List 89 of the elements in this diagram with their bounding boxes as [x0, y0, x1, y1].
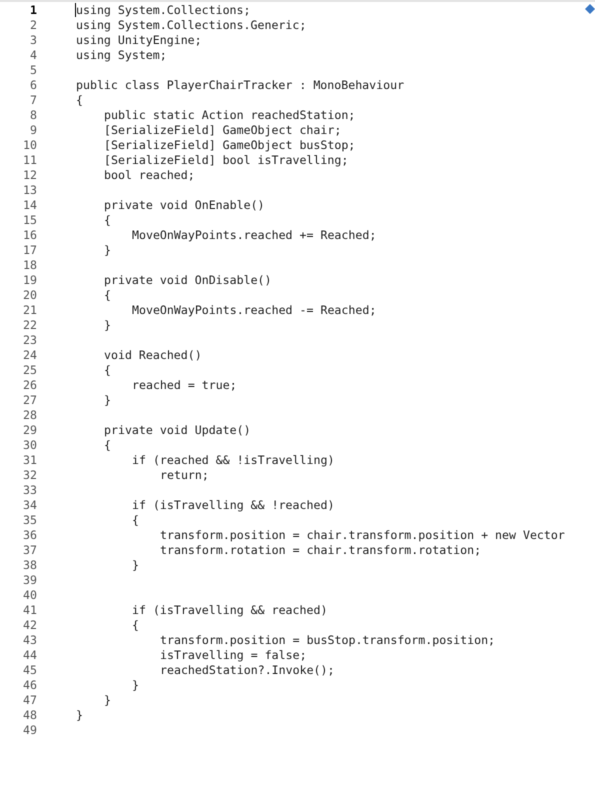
line-number: 26 — [22, 378, 37, 393]
line-number: 17 — [22, 243, 37, 258]
line-number: 6 — [29, 78, 37, 93]
code-line: { — [76, 93, 83, 108]
code-line: transform.position = busStop.transform.position; — [160, 633, 496, 648]
line-number: 37 — [22, 543, 37, 558]
code-line: private void Update() — [104, 423, 251, 438]
line-number: 9 — [29, 123, 37, 138]
code-line: if (isTravelling && !reached) — [132, 498, 334, 513]
line-number: 35 — [22, 513, 37, 528]
line-number: 23 — [22, 333, 37, 348]
line-number: 29 — [22, 423, 37, 438]
line-number: 42 — [22, 618, 37, 633]
line-number: 20 — [22, 288, 37, 303]
code-line: { — [104, 438, 111, 453]
line-number: 11 — [22, 153, 37, 168]
line-number: 48 — [22, 708, 37, 723]
line-number: 15 — [22, 213, 37, 228]
code-line: if (reached && !isTravelling) — [132, 453, 334, 468]
code-line: { — [104, 363, 111, 378]
code-line: } — [104, 318, 111, 333]
code-line: [SerializeField] bool isTravelling; — [104, 153, 348, 168]
code-line: } — [132, 678, 139, 693]
code-line: reachedStation?.Invoke(); — [160, 663, 335, 678]
code-line: } — [104, 393, 111, 408]
code-line: } — [132, 558, 139, 573]
code-line: { — [104, 288, 111, 303]
code-line: using System; — [76, 48, 167, 63]
code-line: private void OnDisable() — [104, 273, 272, 288]
line-number: 25 — [22, 363, 37, 378]
code-line: reached = true; — [132, 378, 237, 393]
code-line: } — [76, 708, 83, 723]
line-number: 1 — [29, 3, 37, 18]
line-number: 46 — [22, 678, 37, 693]
line-number: 30 — [22, 438, 37, 453]
code-line: if (isTravelling && reached) — [132, 603, 328, 618]
line-number: 39 — [22, 573, 37, 588]
line-number: 43 — [22, 633, 37, 648]
line-number: 13 — [22, 183, 37, 198]
line-number: 5 — [29, 63, 37, 78]
line-number: 10 — [22, 138, 37, 153]
line-number: 32 — [22, 468, 37, 483]
line-number: 2 — [29, 18, 37, 33]
code-line: [SerializeField] GameObject busStop; — [104, 138, 356, 153]
line-number: 45 — [22, 663, 37, 678]
line-number: 12 — [22, 168, 37, 183]
line-number: 47 — [22, 693, 37, 708]
code-line: { — [132, 618, 139, 633]
line-number: 16 — [22, 228, 37, 243]
line-number: 49 — [22, 723, 37, 738]
line-number: 28 — [22, 408, 37, 423]
line-number: 3 — [29, 33, 37, 48]
code-line: { — [132, 513, 139, 528]
line-number: 4 — [29, 48, 37, 63]
line-number: 7 — [29, 93, 37, 108]
line-number: 22 — [22, 318, 37, 333]
line-number: 41 — [22, 603, 37, 618]
code-line: return; — [160, 468, 209, 483]
line-number: 44 — [22, 648, 37, 663]
code-line: void Reached() — [104, 348, 202, 363]
line-number: 40 — [22, 588, 37, 603]
code-line: [SerializeField] GameObject chair; — [104, 123, 342, 138]
line-number: 21 — [22, 303, 37, 318]
line-number: 33 — [22, 483, 37, 498]
line-number: 8 — [29, 108, 37, 123]
line-number: 31 — [22, 453, 37, 468]
line-number: 38 — [22, 558, 37, 573]
code-line: using UnityEngine; — [76, 33, 202, 48]
code-line: } — [104, 693, 111, 708]
code-line: private void OnEnable() — [104, 198, 265, 213]
line-number: 34 — [22, 498, 37, 513]
code-line: public class PlayerChairTracker : MonoBehaviour — [76, 78, 404, 93]
line-number: 24 — [22, 348, 37, 363]
code-line: MoveOnWayPoints.reached += Reached; — [132, 228, 376, 243]
code-line: isTravelling = false; — [160, 648, 307, 663]
line-number: 14 — [22, 198, 37, 213]
code-line: using System.Collections; — [76, 3, 251, 18]
line-number: 36 — [22, 528, 37, 543]
line-number: 18 — [22, 258, 37, 273]
code-line: using System.Collections.Generic; — [76, 18, 306, 33]
code-line: MoveOnWayPoints.reached -= Reached; — [132, 303, 376, 318]
code-line: transform.position = chair.transform.position + new Vector — [160, 528, 565, 543]
code-line: transform.rotation = chair.transform.rotation; — [160, 543, 482, 558]
code-line: public static Action reachedStation; — [104, 108, 356, 123]
code-line: bool reached; — [104, 168, 195, 183]
line-number: 27 — [22, 393, 37, 408]
line-number: 19 — [22, 273, 37, 288]
code-line: } — [104, 243, 111, 258]
code-line: { — [104, 213, 111, 228]
